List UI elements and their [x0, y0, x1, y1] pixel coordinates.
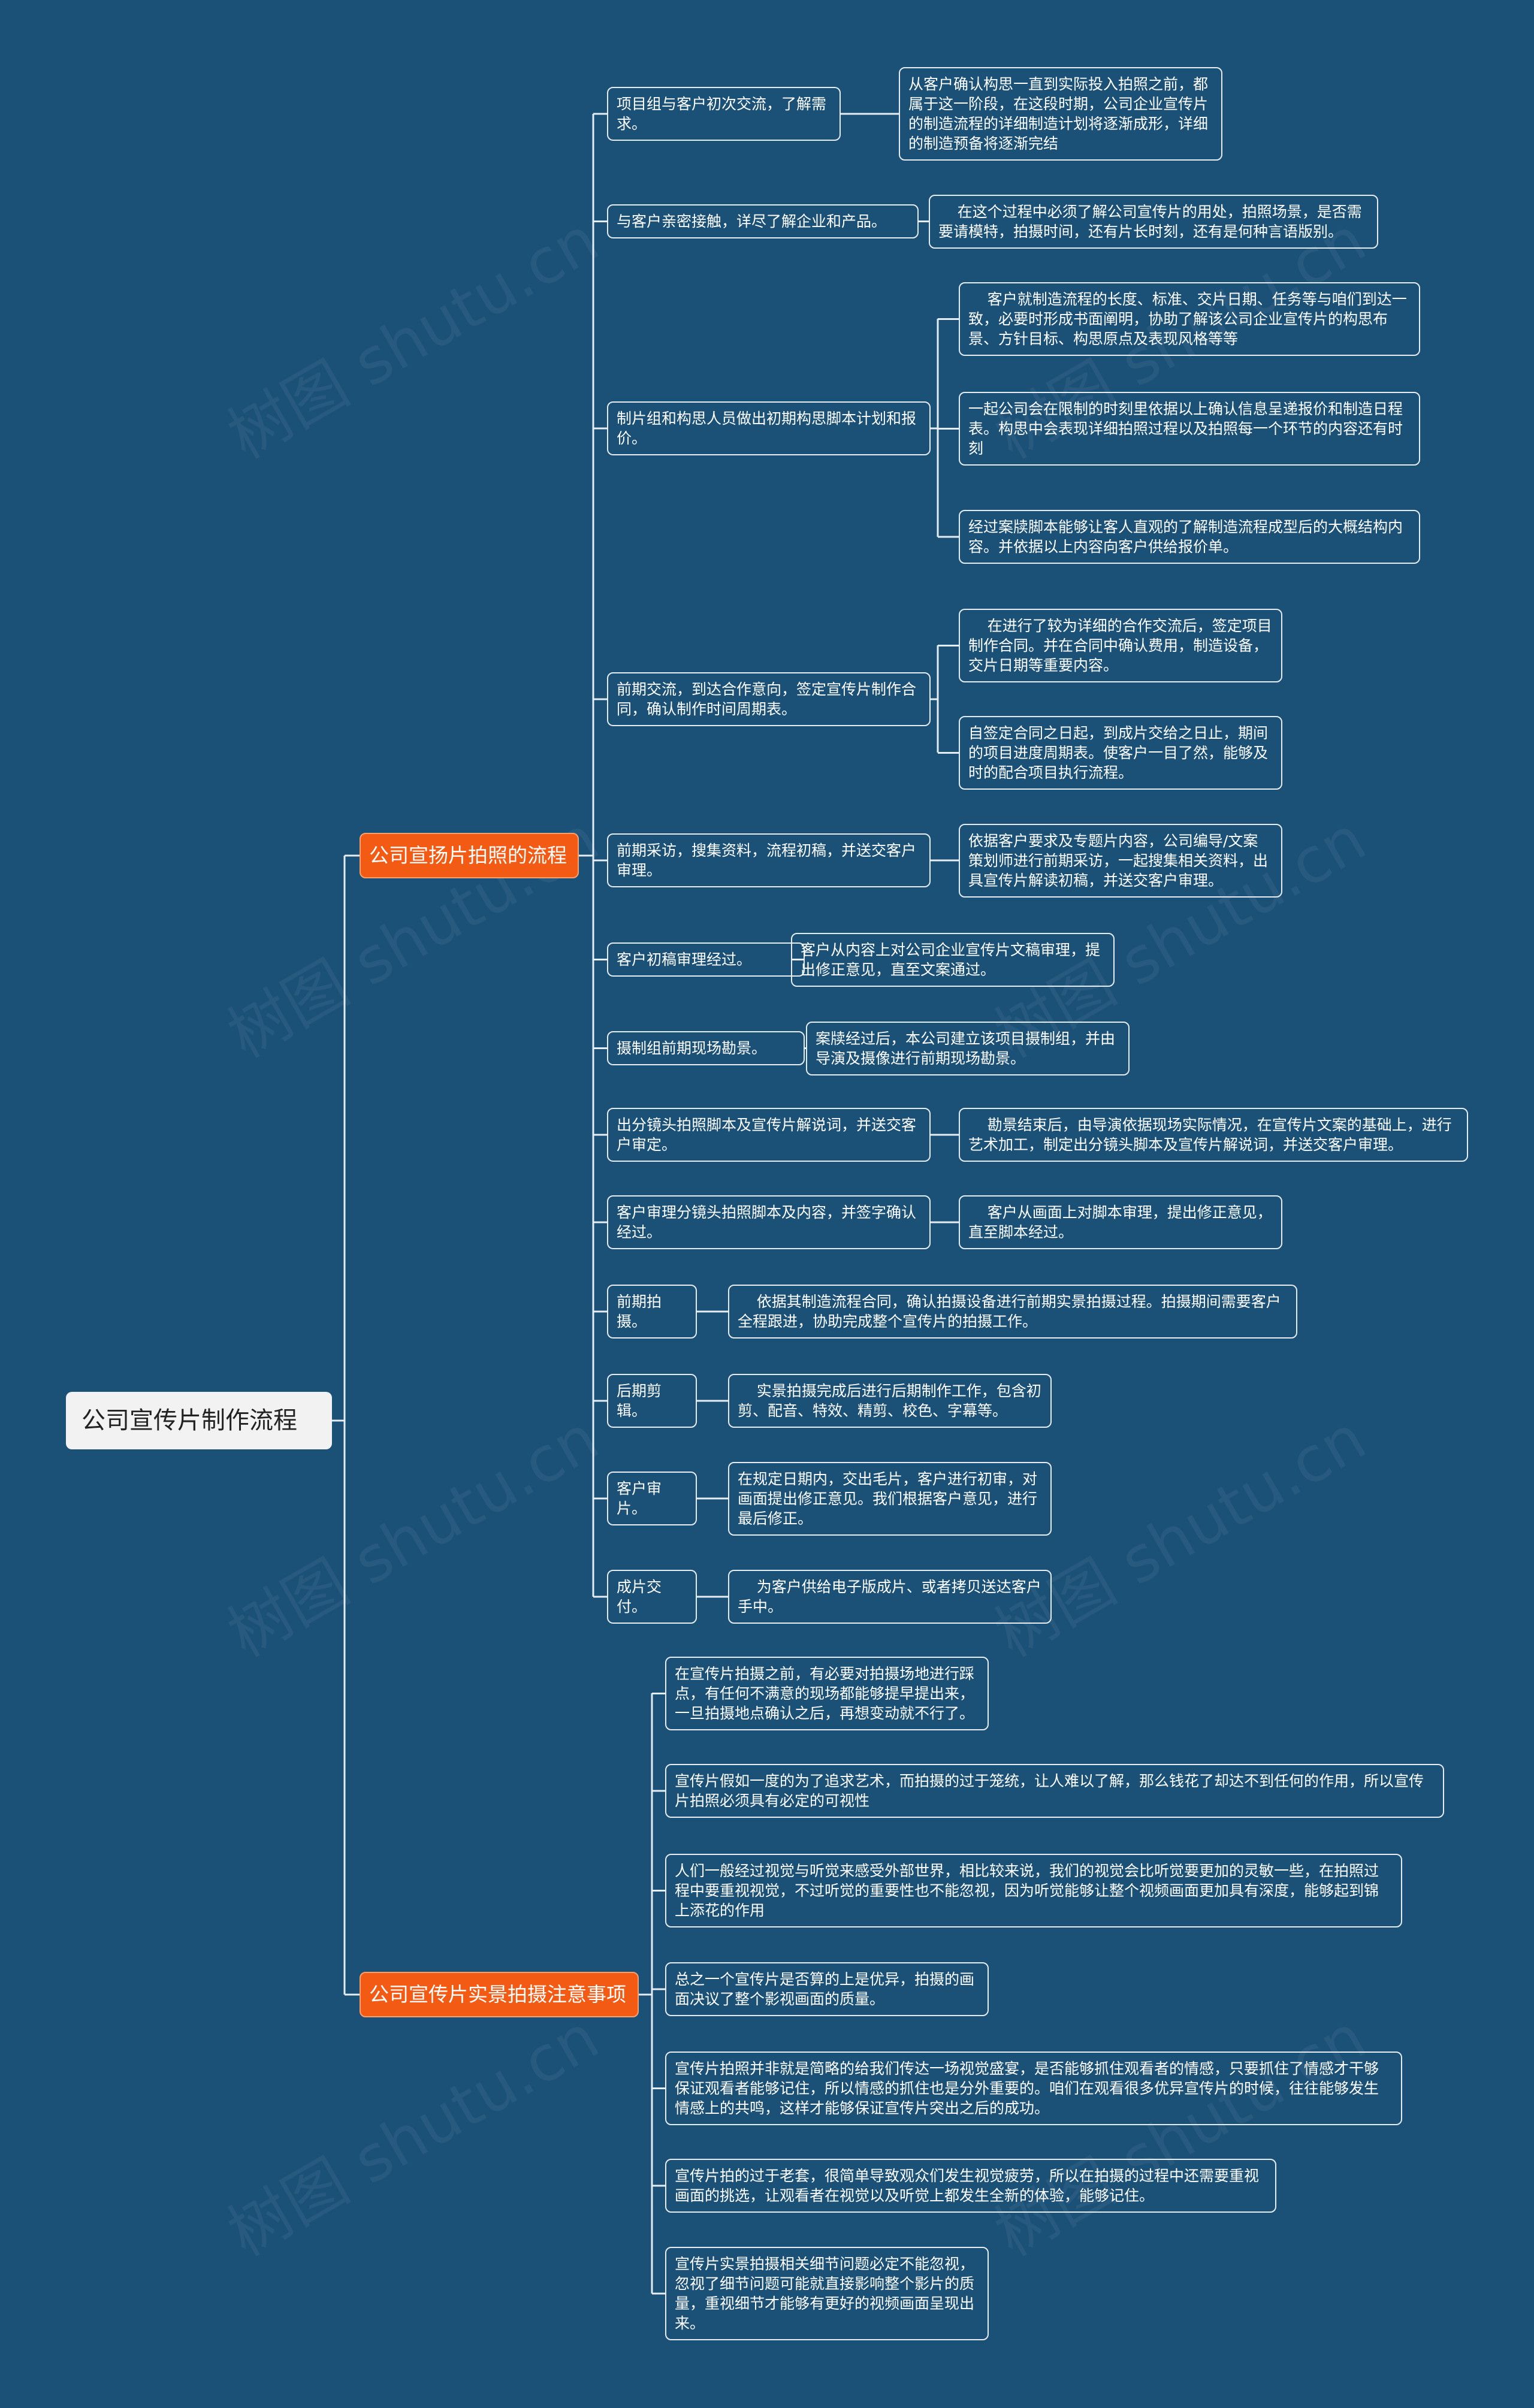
note-node[interactable]: 总之一个宣传片是否算的上是优异，拍摄的画面决议了整个影视画面的质量。 [665, 1962, 989, 2016]
root-node[interactable]: 公司宣传片制作流程 [66, 1392, 332, 1449]
detail-node[interactable]: 在进行了较为详细的合作交流后，签定项目制作合同。并在合同中确认费用，制造设备，交… [959, 608, 1282, 682]
step-node[interactable]: 摄制组前期现场勘景。 [607, 1031, 805, 1065]
step-node[interactable]: 制片组和构思人员做出初期构思脚本计划和报价。 [607, 401, 931, 455]
branch-node[interactable]: 公司宣扬片拍照的流程 [360, 833, 579, 878]
detail-node[interactable]: 自签定合同之日起，到成片交给之日止，期间的项目进度周期表。使客户一目了然，能够及… [959, 715, 1282, 790]
detail-node[interactable]: 依据客户要求及专题片内容，公司编导/文案策划师进行前期采访，一起搜集相关资料，出… [959, 823, 1282, 898]
branch-node[interactable]: 公司宣传片实景拍摄注意事项 [360, 1972, 639, 2017]
detail-node[interactable]: 依据其制造流程合同，确认拍摄设备进行前期实景拍摄过程。拍摄期间需要客户全程跟进，… [728, 1285, 1297, 1339]
detail-node[interactable]: 客户就制造流程的长度、标准、交片日期、任务等与咱们到达一致，必要时形成书面阐明，… [959, 282, 1420, 356]
detail-node[interactable]: 案牍经过后，本公司建立该项目摄制组，并由导演及摄像进行前期现场勘景。 [806, 1021, 1130, 1075]
note-node[interactable]: 宣传片拍照并非就是简略的给我们传达一场视觉盛宴，是否能够抓住观看者的情感，只要抓… [665, 2051, 1402, 2125]
step-node[interactable]: 客户审理分镜头拍照脚本及内容，并签字确认经过。 [607, 1195, 931, 1249]
step-node[interactable]: 成片交付。 [607, 1570, 697, 1624]
step-node[interactable]: 前期采访，搜集资料，流程初稿，并送交客户审理。 [607, 833, 931, 887]
detail-node[interactable]: 为客户供给电子版成片、或者拷贝送达客户手中。 [728, 1570, 1052, 1624]
note-node[interactable]: 在宣传片拍摄之前，有必要对拍摄场地进行踩点，有任何不满意的现场都能够提早提出来，… [665, 1656, 989, 1730]
detail-node[interactable]: 在规定日期内，交出毛片，客户进行初审，对画面提出修正意见。我们根据客户意见，进行… [728, 1461, 1052, 1536]
step-node[interactable]: 与客户亲密接触，详尽了解企业和产品。 [607, 204, 919, 238]
step-node[interactable]: 后期剪辑。 [607, 1374, 697, 1428]
step-node[interactable]: 项目组与客户初次交流，了解需求。 [607, 87, 841, 141]
note-node[interactable]: 宣传片实景拍摄相关细节问题必定不能忽视，忽视了细节问题可能就直接影响整个影片的质… [665, 2247, 989, 2340]
step-node[interactable]: 客户初稿审理经过。 [607, 942, 805, 977]
detail-node[interactable]: 在这个过程中必须了解公司宣传片的用处，拍照场景，是否需要请模特，拍摄时间，还有片… [929, 194, 1378, 249]
detail-node[interactable]: 经过案牍脚本能够让客人直观的了解制造流程成型后的大概结构内容。并依据以上内容向客… [959, 510, 1420, 564]
detail-node[interactable]: 实景拍摄完成后进行后期制作工作，包含初剪、配音、特效、精剪、校色、字幕等。 [728, 1374, 1052, 1428]
detail-node[interactable]: 一起公司会在限制的时刻里依据以上确认信息呈递报价和制造日程表。构思中会表现详细拍… [959, 391, 1420, 466]
detail-node[interactable]: 客户从画面上对脚本审理，提出修正意见，直至脚本经过。 [959, 1195, 1282, 1249]
note-node[interactable]: 宣传片拍的过于老套，很简单导致观众们发生视觉疲劳，所以在拍摄的过程中还需要重视画… [665, 2159, 1276, 2213]
detail-node[interactable]: 客户从内容上对公司企业宣传片文稿审理，提出修正意见，直至文案通过。 [791, 932, 1115, 987]
note-node[interactable]: 人们一般经过视觉与听觉来感受外部世界，相比较来说，我们的视觉会比听觉要更加的灵敏… [665, 1853, 1402, 1927]
detail-node[interactable]: 从客户确认构思一直到实际投入拍照之前，都属于这一阶段，在这段时期，公司企业宣传片… [899, 67, 1222, 161]
step-node[interactable]: 前期拍摄。 [607, 1285, 697, 1339]
detail-node[interactable]: 勘景结束后，由导演依据现场实际情况，在宣传片文案的基础上，进行艺术加工，制定出分… [959, 1108, 1468, 1162]
note-node[interactable]: 宣传片假如一度的为了追求艺术，而拍摄的过于笼统，让人难以了解，那么钱花了却达不到… [665, 1764, 1444, 1818]
step-node[interactable]: 客户审片。 [607, 1472, 697, 1525]
step-node[interactable]: 前期交流，到达合作意向，签定宣传片制作合同，确认制作时间周期表。 [607, 672, 931, 726]
step-node[interactable]: 出分镜头拍照脚本及宣传片解说词，并送交客户审定。 [607, 1108, 931, 1162]
